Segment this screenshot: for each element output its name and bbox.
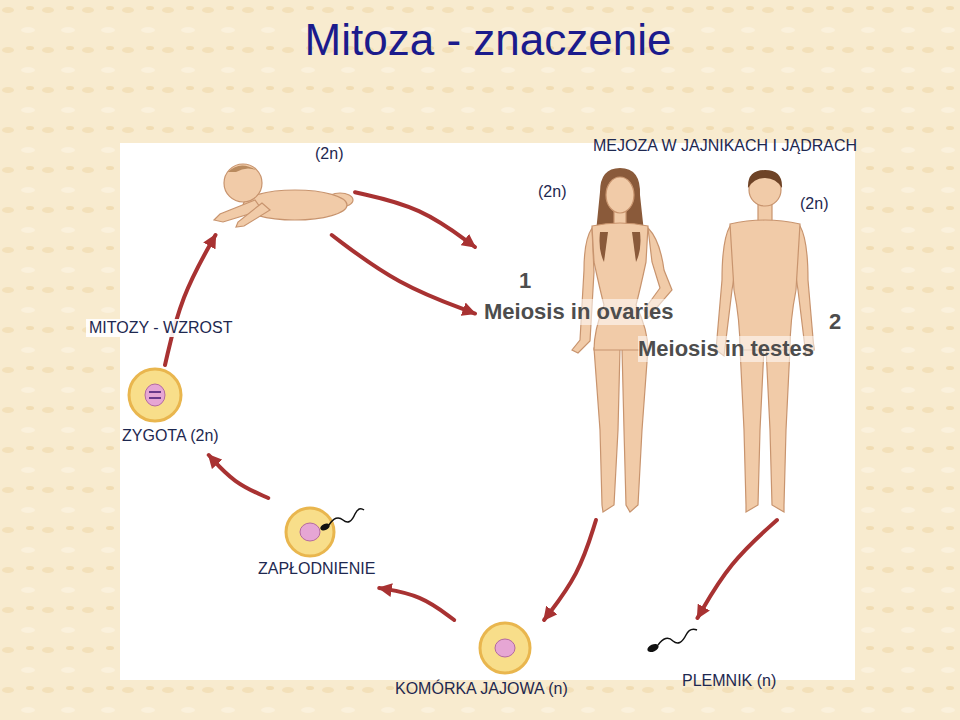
cycle-arrow [165,235,216,365]
cycle-arrow [698,520,778,618]
cycle-arrow [355,192,475,247]
cycle-arrow [209,455,268,498]
figure-caption: Meiosis in ovaries [484,299,674,325]
sperm-drawing [646,629,697,654]
slide-title: Mitoza - znaczenie [8,14,960,66]
egg-drawing [480,623,530,673]
meiosis-heading: MEJOZA W JAJNIKACH I JĄDRACH [593,136,857,156]
edge-label: MITOZY - WZROST [86,319,235,337]
cycle-arrow [379,588,454,620]
cycle-arrow [332,235,475,314]
egg-cell: KOMÓRKA JAJOWA (n) [390,620,604,708]
figure-label: PLEMNIK (n) [682,672,776,690]
figure-label: ZYGOTA (2n) [122,427,219,445]
figure-label: (2n) [315,145,343,163]
woman-figure: (2n) [475,170,695,520]
baby-drawing [214,164,353,227]
man-figure: (2n) [700,166,840,520]
figure-label: (2n) [800,195,828,213]
figure-caption: Meiosis in testes [638,336,814,362]
fertilization-drawing [286,508,364,556]
baby-figure: (2n) [200,140,355,235]
zygote-cell: ZYGOTA (2n) [115,365,240,455]
picture-panel [120,143,855,680]
figure-label: (2n) [538,183,566,201]
sperm-cell: PLEMNIK (n) [645,618,795,698]
callout-number: 1 [519,268,531,294]
callout-number: 2 [829,309,841,335]
zygote-drawing [129,369,181,421]
fertilization-cell: ZAPŁODNIENIE [250,498,402,588]
figure-label: ZAPŁODNIENIE [258,560,375,578]
cycle-arrow [544,520,596,620]
figure-label: KOMÓRKA JAJOWA (n) [395,680,568,698]
